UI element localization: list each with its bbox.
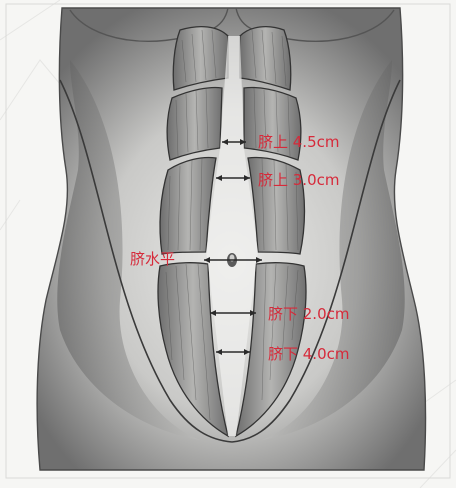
- label-below-navel-2-0cm: 脐下 2.0cm: [268, 305, 349, 323]
- muscle-block-left-2: [167, 87, 222, 160]
- label-above-navel-4-5cm: 脐上 4.5cm: [258, 133, 339, 151]
- label-navel-level: 脐水平: [130, 250, 175, 268]
- label-above-navel-3-0cm: 脐上 3.0cm: [258, 171, 339, 189]
- label-below-navel-4-0cm: 脐下 4.0cm: [268, 345, 349, 363]
